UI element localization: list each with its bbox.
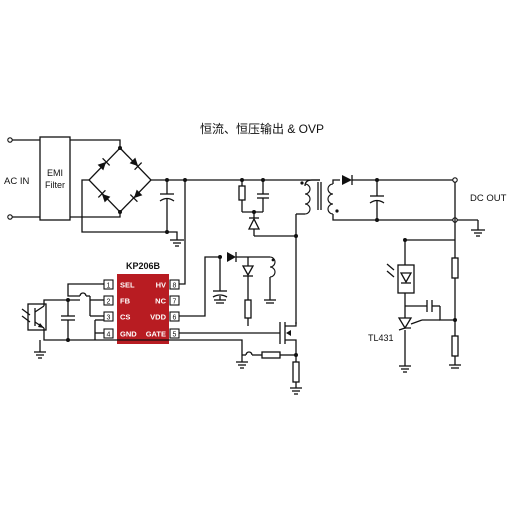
pin-cs-label: CS — [120, 313, 130, 322]
diagram-title: 恒流、恒压输出 & OVP — [200, 121, 324, 136]
tl431-label: TL431 — [368, 333, 394, 343]
pin-nc-label: NC — [155, 297, 166, 306]
emi-label-line2: Filter — [45, 180, 65, 190]
ac-in-label: AC IN — [4, 176, 29, 187]
optocoupler-transistor — [21, 298, 95, 359]
pin-gate-label: GATE — [146, 330, 166, 339]
flyback-transformer — [295, 179, 455, 324]
pin-gnd-label: GND — [120, 330, 137, 339]
pin-sel-label: SEL — [120, 281, 135, 290]
pin-3-num: 3 — [107, 315, 111, 322]
ic-wiring — [67, 178, 302, 395]
pin-5-num: 5 — [173, 332, 177, 339]
ic-name: KP206B — [126, 261, 161, 271]
pin-vdd-label: VDD — [150, 313, 166, 322]
pin-fb-label: FB — [120, 297, 131, 306]
controller-ic: KP206B 1 2 3 4 8 7 6 5 SEL FB CS GND HV … — [103, 261, 180, 344]
pin-1-num: 1 — [107, 283, 111, 290]
ground-icon — [170, 239, 184, 247]
emi-filter-block: EMI Filter — [39, 136, 71, 221]
ic-body — [117, 274, 169, 344]
dc-output-terminals — [452, 177, 485, 237]
feedback-network — [386, 182, 461, 373]
ac-input-wires — [7, 137, 40, 220]
bridge-feed-wires — [70, 139, 121, 218]
pin-2-num: 2 — [107, 299, 111, 306]
pin-4-num: 4 — [107, 332, 111, 339]
pin-8-num: 8 — [173, 283, 177, 290]
rcd-snubber — [238, 178, 298, 238]
pin-7-num: 7 — [173, 299, 177, 306]
output-rectifier — [342, 175, 455, 222]
dc-out-label: DC OUT — [470, 193, 507, 204]
bulk-capacitor — [159, 180, 175, 234]
pin-hv-label: HV — [156, 281, 166, 290]
pin-6-num: 6 — [173, 315, 177, 322]
emi-label-line1: EMI — [47, 168, 63, 178]
bridge-rectifier — [88, 146, 152, 214]
